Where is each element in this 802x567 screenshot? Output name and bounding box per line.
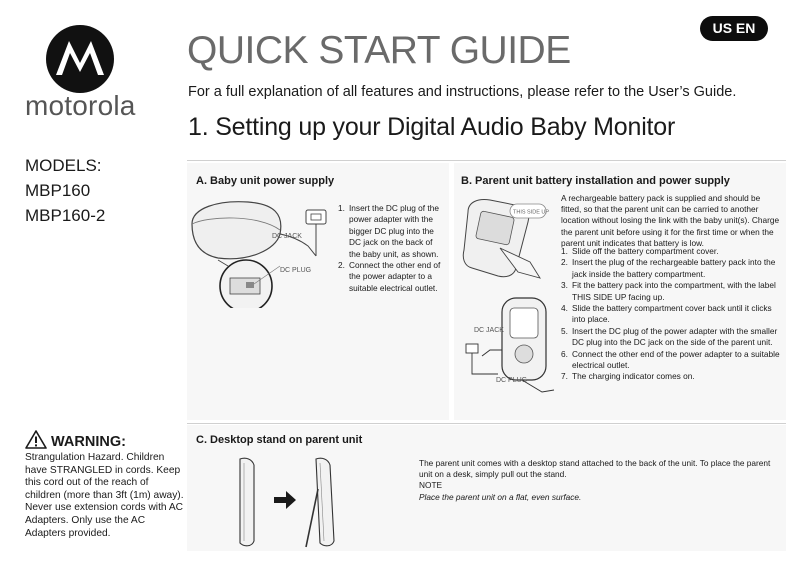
page-title: QUICK START GUIDE: [187, 29, 571, 72]
list-item: 2.Connect the other end of the power ada…: [338, 260, 441, 293]
divider: [187, 160, 786, 161]
warning-text: Strangulation Hazard. Children have STRA…: [25, 452, 184, 539]
dc-jack-label: DC JACK: [474, 327, 504, 334]
list-item: 4.Slide the battery compartment cover ba…: [561, 303, 772, 325]
list-item: 1.Insert the DC plug of the power adapte…: [338, 203, 439, 259]
battery-diagram: THIS SIDE UP: [460, 192, 558, 287]
divider: [187, 423, 786, 424]
brand-name: motorola: [25, 90, 136, 121]
list-item: 6.Connect the other end of the power ada…: [561, 348, 780, 371]
arrow-right-icon: [274, 491, 296, 509]
dc-plug-label: DC PLUG: [280, 267, 311, 274]
list-item: 1.Slide off the battery compartment cove…: [561, 246, 719, 256]
warning-label: WARNING:: [51, 434, 126, 450]
parent-unit-diagram: DC JACK DC PLUG: [462, 292, 560, 407]
models-block: MODELS: MBP160 MBP160-2: [25, 153, 105, 228]
baby-unit-diagram: DC JACK DC PLUG: [188, 196, 338, 313]
list-item: 2.Insert the plug of the rechargeable ba…: [561, 257, 776, 279]
desktop-stand-diagram: [230, 455, 360, 556]
warning-title: WARNING:: [25, 430, 126, 450]
dc-plug-label: DC PLUG: [496, 377, 527, 384]
stand-instructions: The parent unit comes with a desktop sta…: [419, 458, 771, 480]
panel-desktop-stand: [187, 425, 786, 551]
model-item: MBP160-2: [25, 206, 106, 225]
this-side-up-label: THIS SIDE UP: [513, 210, 549, 216]
list-item: 3.Fit the battery pack into the compartm…: [561, 280, 776, 302]
panel-b-title: B. Parent unit battery installation and …: [461, 175, 730, 187]
section-heading: 1. Setting up your Digital Audio Baby Mo…: [188, 113, 676, 141]
note-text: Place the parent unit on a flat, even su…: [419, 491, 582, 502]
panel-b-steps: 1.Slide off the battery compartment cove…: [561, 246, 783, 383]
warning-icon: [25, 430, 47, 449]
panel-b-intro: A rechargeable battery pack is supplied …: [561, 193, 780, 248]
model-item: MBP160: [25, 181, 91, 200]
list-item: 7.The charging indicator comes on.: [561, 371, 695, 382]
language-badge: US EN: [700, 16, 768, 41]
dc-jack-label: DC JACK: [272, 233, 302, 240]
motorola-logo: [46, 25, 114, 93]
panel-c-text: The parent unit comes with a desktop sta…: [419, 458, 779, 503]
panel-a-title: A. Baby unit power supply: [196, 175, 335, 187]
panel-a-steps: 1.Insert the DC plug of the power adapte…: [338, 203, 444, 294]
models-label: MODELS:: [25, 156, 102, 175]
batwing-icon: [56, 41, 104, 75]
intro-text: For a full explanation of all features a…: [188, 84, 737, 100]
note-label: NOTE: [419, 480, 443, 491]
list-item: 5.Insert the DC plug of the power adapte…: [561, 325, 778, 348]
panel-c-title: C. Desktop stand on parent unit: [196, 434, 363, 446]
